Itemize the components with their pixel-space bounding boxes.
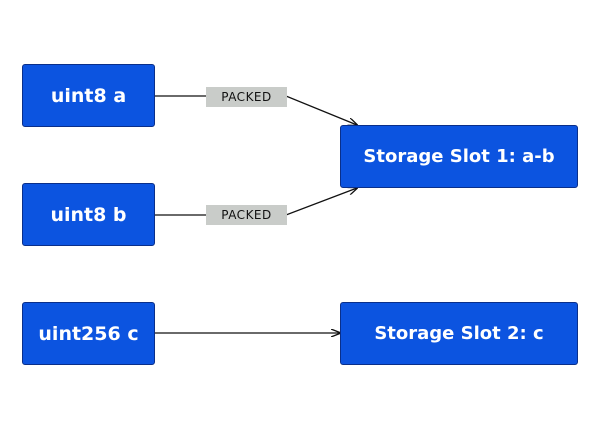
- storage-slot-1-node: Storage Slot 1: a-b: [340, 125, 578, 188]
- variable-node-uint8-b: uint8 b: [22, 183, 155, 246]
- packed-label-b: PACKED: [206, 205, 287, 225]
- storage-slot-2-node: Storage Slot 2: c: [340, 302, 578, 365]
- variable-node-uint8-a: uint8 a: [22, 64, 155, 127]
- packed-label-a: PACKED: [206, 87, 287, 107]
- variable-node-uint256-c: uint256 c: [22, 302, 155, 365]
